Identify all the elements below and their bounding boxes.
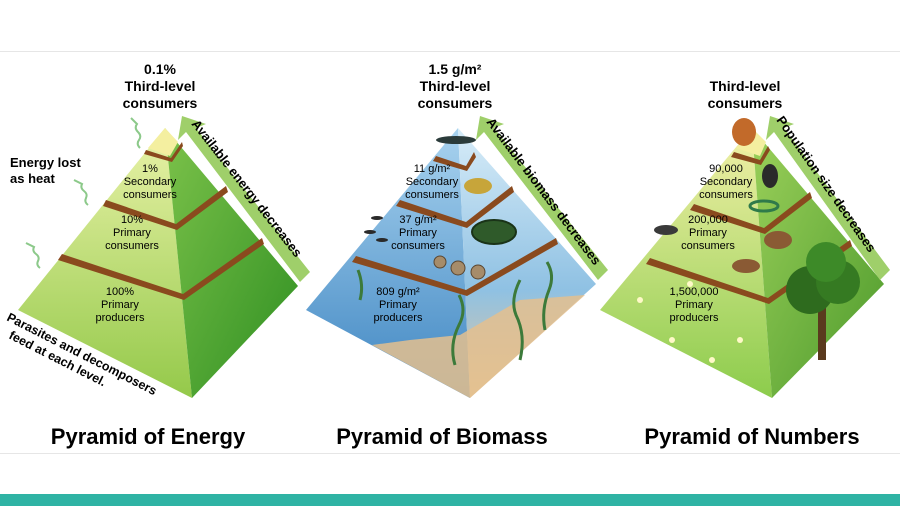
numbers-title: Pyramid of Numbers [644, 424, 859, 449]
seaweed-3 [542, 261, 554, 331]
energy-secondary-pct: 1% [142, 163, 158, 175]
biomass-band-3 [352, 238, 558, 296]
energy-direction-arrow [178, 116, 310, 282]
snail-1 [433, 255, 447, 269]
flowers [637, 281, 743, 363]
tree-canopy-3 [806, 242, 846, 282]
energy-top-label-1: Third-level [125, 78, 196, 94]
energy-apex [148, 128, 178, 156]
accent-bar [0, 494, 900, 506]
seaweed-1 [451, 294, 465, 366]
numbers-secondary-value: 90,000 [709, 163, 743, 175]
tree-icon [786, 242, 860, 360]
numbers-secondary-label-2: consumers [699, 189, 753, 201]
biomass-band-2 [396, 186, 514, 228]
biomass-sand [372, 295, 585, 398]
energy-primary-label-1: Primary [113, 227, 151, 239]
biomass-primary-label-1: Primary [399, 227, 437, 239]
prairie-dog-icon-2 [732, 259, 760, 273]
numbers-primary-value: 200,000 [688, 214, 728, 226]
biomass-secondary-label-2: consumers [405, 189, 459, 201]
numbers-secondary-label-1: Secondary [700, 176, 753, 188]
numbers-top-label-1: Third-level [710, 78, 781, 94]
energy-producer-label-2: producers [96, 312, 145, 324]
numbers-direction-arrow [766, 116, 890, 280]
biomass-producer-label-2: producers [374, 312, 423, 324]
snail-icons [433, 255, 486, 280]
flower-5 [737, 337, 743, 343]
numbers-producer-label-2: producers [670, 312, 719, 324]
heat-arrow-3 [25, 242, 41, 269]
flower-2 [669, 337, 675, 343]
biomass-secondary-value: 11 g/m² [414, 163, 451, 175]
energy-top-value: 0.1% [144, 61, 176, 77]
numbers-producer-value: 1,500,000 [670, 286, 719, 298]
mole-icon [654, 225, 678, 235]
energy-top-label-2: consumers [123, 95, 198, 111]
numbers-top-label-2: consumers [708, 95, 783, 111]
heat-arrows [25, 117, 142, 269]
bottom-divider [0, 453, 900, 454]
biomass-top-value: 1.5 g/m² [429, 61, 482, 77]
biomass-secondary-label-1: Secondary [406, 176, 459, 188]
small-fish-3 [376, 238, 388, 242]
biomass-direction-arrow [476, 116, 608, 280]
biomass-top-label-1: Third-level [420, 78, 491, 94]
energy-pyramid: 0.1% Third-level consumers 1% Secondary … [5, 61, 310, 449]
heat-arrow-2 [73, 179, 89, 206]
tree-trunk [818, 300, 826, 360]
numbers-band-2 [690, 192, 812, 234]
flower-3 [709, 357, 715, 363]
biomass-pyramid: 1.5 g/m² Third-level consumers 11 g/m² S… [306, 61, 608, 449]
small-fish-2 [364, 230, 376, 234]
biomass-primary-label-2: consumers [391, 240, 445, 252]
seaweed-2 [512, 279, 524, 361]
energy-producer-pct: 100% [106, 286, 134, 298]
snake-icon [748, 199, 780, 213]
energy-heat-label-1: Energy lost [10, 155, 81, 170]
energy-band-2 [103, 186, 228, 230]
biomass-pyramid-front [306, 128, 470, 398]
numbers-producer-label-1: Primary [675, 299, 713, 311]
bird-icon [762, 164, 778, 188]
numbers-pyramid-front [600, 128, 772, 398]
fox-icon [732, 118, 756, 146]
numbers-band-1 [731, 146, 770, 165]
heat-arrow-1 [130, 117, 142, 149]
snail-3 [470, 264, 486, 280]
biomass-primary-value: 37 g/m² [399, 214, 437, 226]
turtle-icon [471, 219, 517, 245]
energy-title: Pyramid of Energy [51, 424, 246, 449]
energy-pyramid-front [18, 128, 192, 398]
seaweed-4 [356, 269, 364, 301]
energy-heat-label-2: as heat [10, 171, 55, 186]
energy-band-1 [144, 142, 183, 162]
biomass-top-label-2: consumers [418, 95, 493, 111]
biomass-producer-label-1: Primary [379, 299, 417, 311]
energy-secondary-label-1: Secondary [124, 176, 177, 188]
snail-2 [450, 260, 466, 276]
small-fish-icons [364, 216, 388, 242]
numbers-pyramid: Third-level consumers 90,000 Secondary c… [600, 78, 890, 449]
biomass-producer-value: 809 g/m² [376, 286, 420, 298]
energy-band-3 [58, 238, 264, 300]
top-divider [0, 51, 900, 52]
numbers-primary-label-1: Primary [689, 227, 727, 239]
flower-1 [637, 297, 643, 303]
energy-primary-pct: 10% [121, 214, 143, 226]
seaweed [356, 261, 554, 366]
flower-4 [687, 281, 693, 287]
biomass-title: Pyramid of Biomass [336, 424, 548, 449]
numbers-primary-label-2: consumers [681, 240, 735, 252]
biomass-band-1 [433, 152, 476, 171]
fish-icon [436, 136, 476, 144]
energy-primary-label-2: consumers [105, 240, 159, 252]
small-fish-1 [371, 216, 383, 220]
energy-secondary-label-2: consumers [123, 189, 177, 201]
sunfish-icon [464, 178, 492, 194]
prairie-dog-icon-1 [764, 231, 792, 249]
energy-producer-label-1: Primary [101, 299, 139, 311]
